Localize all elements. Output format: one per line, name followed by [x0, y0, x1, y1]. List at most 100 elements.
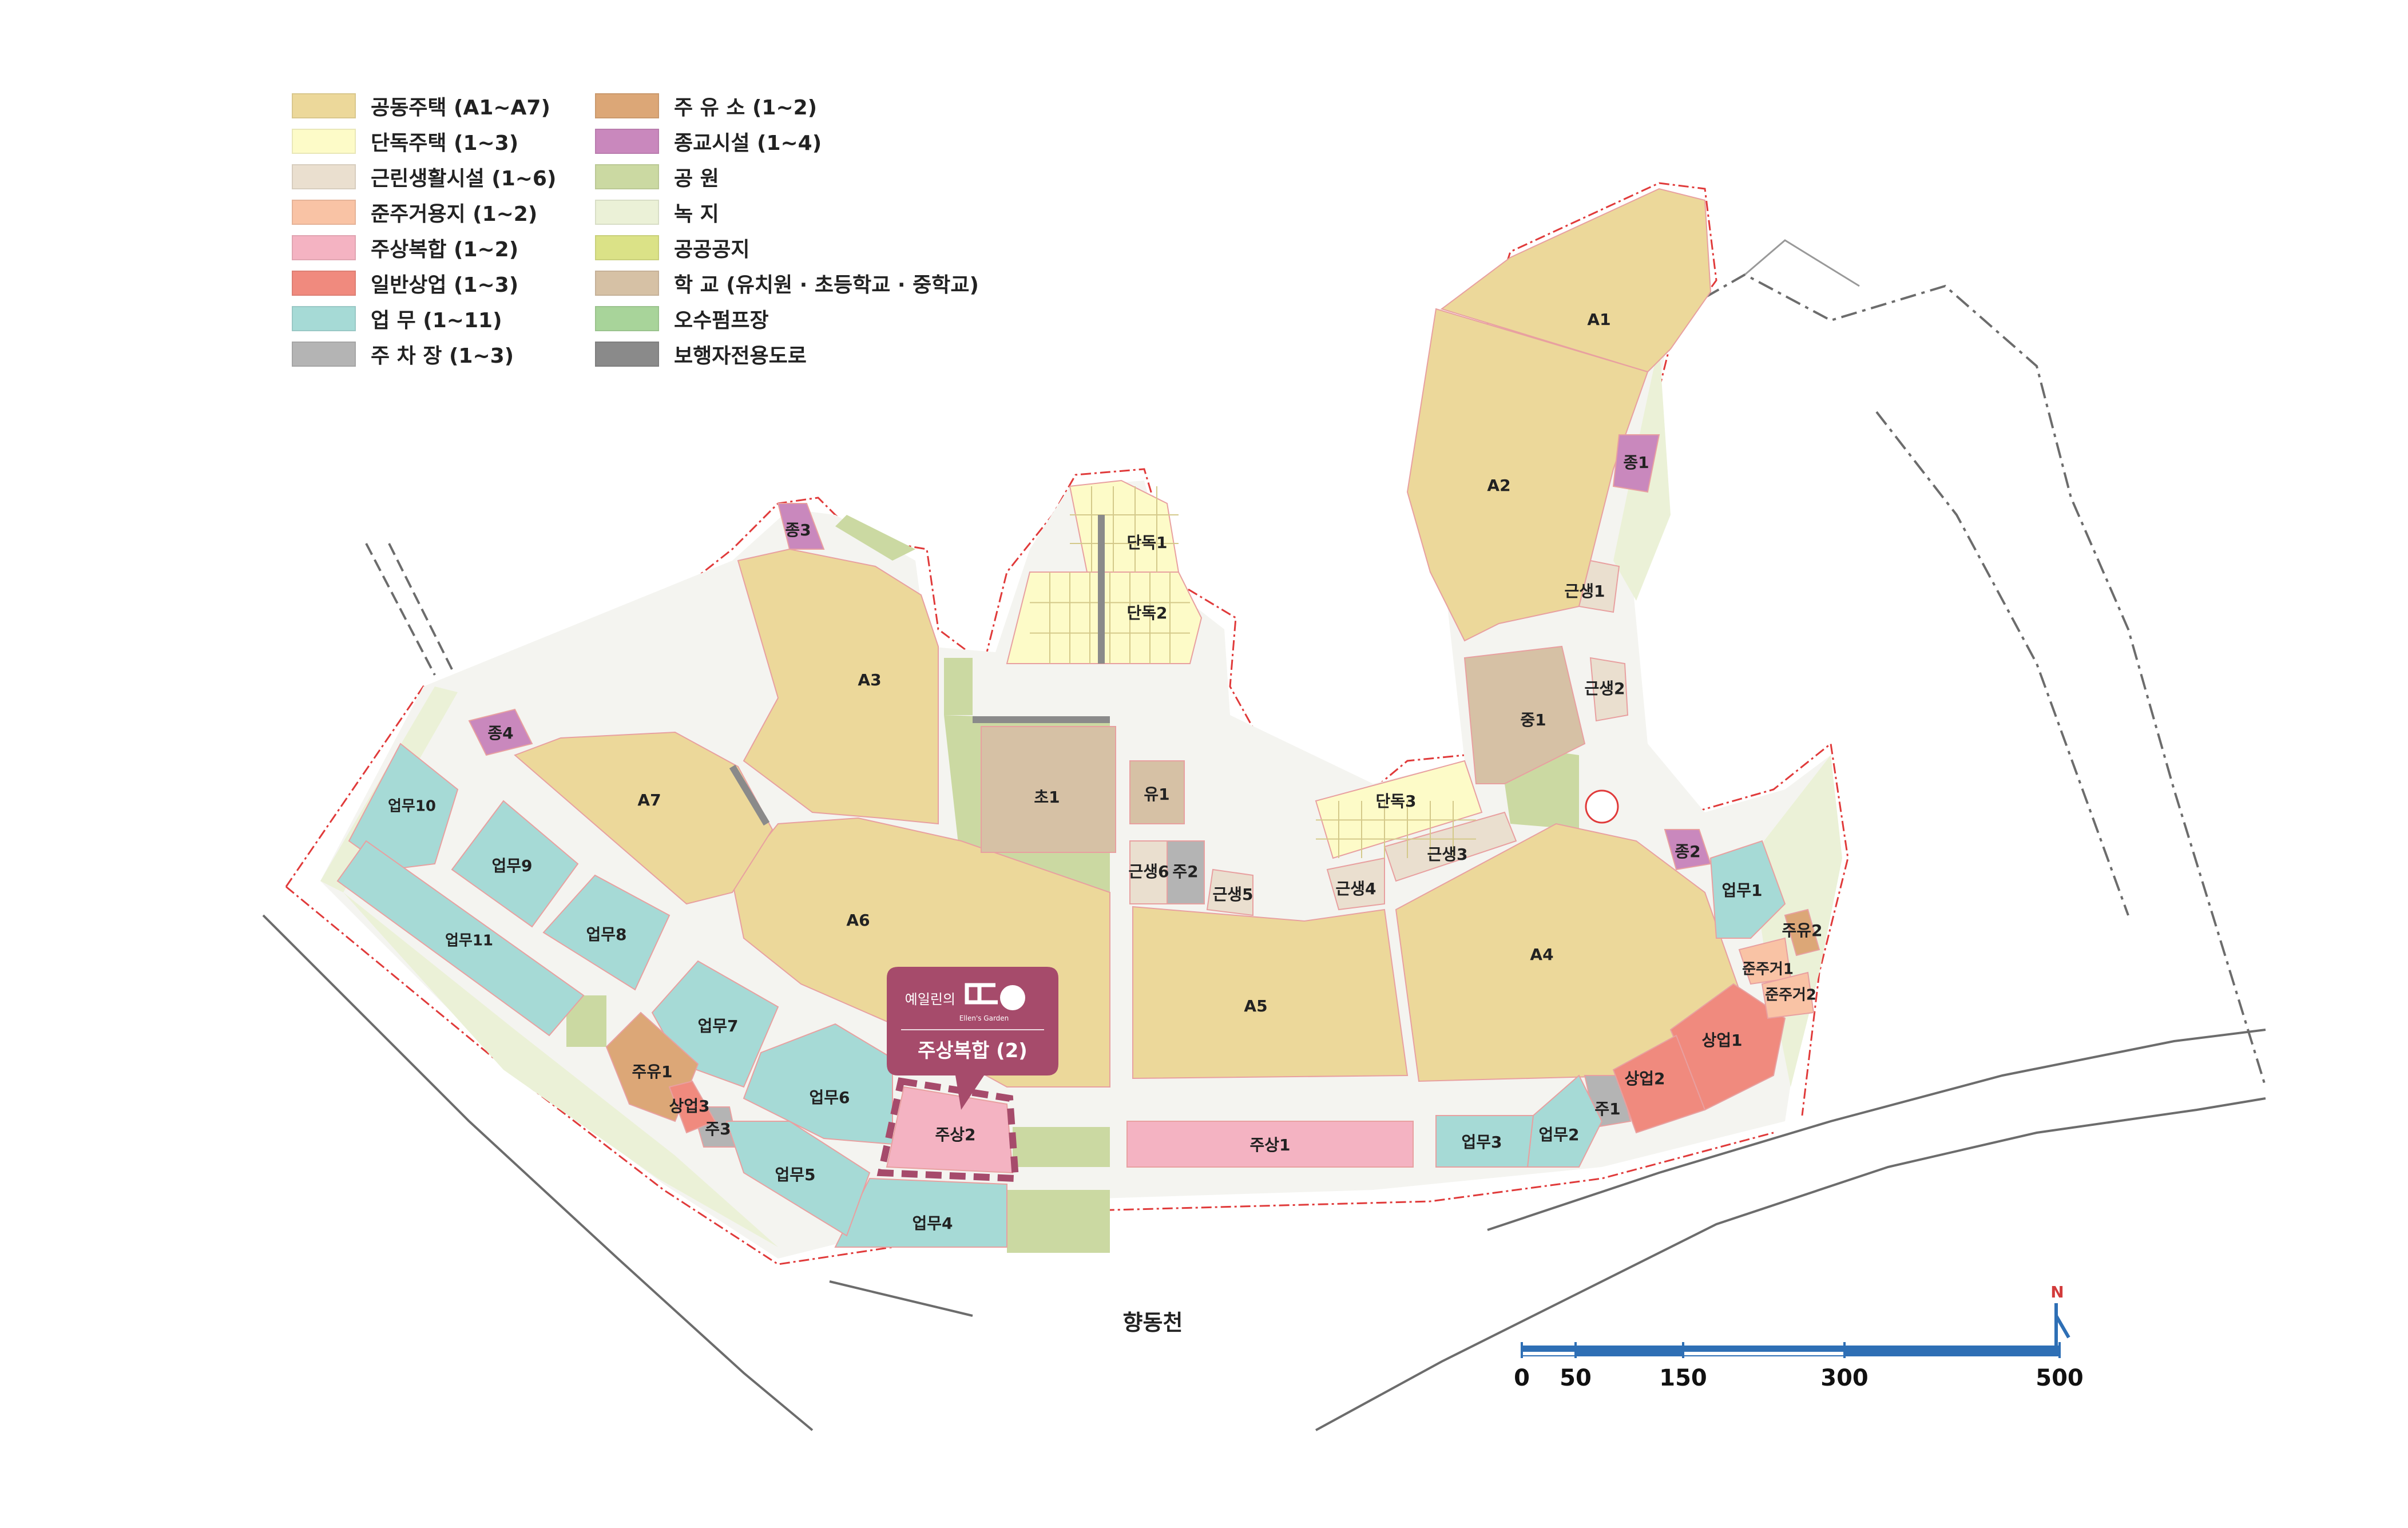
callout-title: 주상복합 (2)	[918, 1039, 1028, 1062]
parcel-label: 업무10	[388, 798, 436, 815]
parcel-label: 업무5	[775, 1165, 815, 1184]
parcel-근생5	[1206, 868, 1253, 916]
scale-segment	[1683, 1346, 1844, 1351]
legend-swatch	[292, 306, 356, 331]
parcel-label: 단독3	[1375, 792, 1416, 811]
scale-tick-label: 500	[2036, 1365, 2084, 1391]
parcel-label: 주3	[705, 1120, 731, 1138]
river-label: 향동천	[1123, 1310, 1183, 1335]
parcel-주상1	[1126, 1121, 1414, 1168]
legend-label: 단독주택 (1~3)	[371, 132, 519, 155]
roundabout	[1585, 789, 1619, 824]
wetland-outline	[1744, 239, 1860, 287]
parcel-label: 근생1	[1564, 582, 1605, 601]
parcel-근생2	[1589, 657, 1629, 722]
parcel-근생3	[1383, 811, 1517, 882]
parcel-label: 준주거2	[1765, 987, 1816, 1004]
legend-label: 주상복합 (1~2)	[371, 238, 519, 261]
north-arrow-icon	[2054, 1303, 2070, 1350]
west-road-line	[365, 543, 436, 676]
parcel-label: A2	[1487, 476, 1510, 495]
legend-item: 공 원	[595, 162, 719, 191]
parcel-label: 주2	[1172, 862, 1198, 881]
parcel-label: A7	[637, 791, 661, 809]
legend-swatch	[292, 93, 356, 118]
parcel-label: 주상2	[935, 1125, 975, 1144]
parcel-업무9	[451, 800, 579, 928]
legend-label: 주 유 소 (1~2)	[674, 96, 818, 120]
parcels	[336, 188, 1820, 1248]
parcel-label: 업무6	[809, 1088, 850, 1107]
mixed-use-callout: 예일린의 Ellen's Garden 주상복합 (2)	[887, 967, 1058, 1110]
parcel-주유2	[1784, 908, 1820, 957]
parcel-label: 업무2	[1538, 1125, 1579, 1144]
parcel-근생1	[1578, 559, 1620, 613]
callout-brand-en: Ellen's Garden	[959, 1014, 1009, 1022]
legend-item: 일반상업 (1~3)	[292, 269, 518, 297]
parcel-label: 초1	[1034, 788, 1060, 807]
legend-label: 공공공지	[674, 238, 750, 261]
parcel-주2	[1167, 840, 1205, 904]
legend-swatch	[292, 235, 356, 260]
legend-swatch	[595, 235, 659, 260]
callout-brand-kr: 예일린의	[905, 991, 955, 1007]
parcel-label: 단독1	[1126, 533, 1167, 552]
legend-swatch	[595, 306, 659, 331]
parcel-업무1	[1709, 840, 1786, 939]
pedestrian-paths	[729, 515, 1110, 826]
parcel-label: 근생4	[1335, 879, 1376, 898]
river-bank-south	[262, 914, 814, 1431]
scale-tick-label: 150	[1659, 1365, 1707, 1391]
pedestrian-path-a7	[729, 764, 770, 826]
legend-item: 학 교 (유치원 · 초등학교 · 중학교)	[595, 269, 979, 297]
highlight-outline	[876, 1077, 1019, 1182]
parcel-label: 종1	[1623, 453, 1649, 472]
legend-swatch	[292, 342, 356, 367]
scale-segment-alt	[1844, 1351, 2060, 1356]
legend-label: 공 원	[674, 167, 719, 190]
legend-label: 오수펌프장	[674, 309, 769, 332]
boundary-west	[285, 468, 1533, 887]
parcel-label: 업무3	[1461, 1133, 1502, 1152]
parcel-label: A6	[846, 911, 870, 930]
parcel-유1	[1129, 760, 1185, 824]
scale-segment	[1844, 1346, 2060, 1351]
legend-item: 공공공지	[595, 233, 749, 262]
legend-swatch	[292, 164, 356, 189]
scale-tick-label: 0	[1514, 1365, 1530, 1391]
legend-swatch	[595, 271, 659, 296]
legend-swatch	[595, 164, 659, 189]
legend-swatch	[292, 200, 356, 225]
scale-segment	[1576, 1346, 1683, 1351]
legend-swatch	[595, 129, 659, 154]
parcel-label: 업무9	[491, 856, 532, 875]
legend-label: 보행자전용도로	[674, 344, 807, 368]
parcel-A1	[1440, 188, 1712, 373]
parcel-label: A1	[1587, 310, 1610, 329]
legend-label: 근린생활시설 (1~6)	[371, 167, 557, 190]
scale-segment-alt	[1521, 1351, 1576, 1356]
public-open-sw	[944, 658, 973, 715]
parcel-label: 업무11	[445, 932, 493, 950]
parcel-label: 업무8	[586, 925, 626, 944]
parcel-label: 상업3	[669, 1097, 709, 1116]
legend-item: 준주거용지 (1~2)	[292, 198, 537, 227]
legend: 공동주택 (A1~A7)단독주택 (1~3)근린생활시설 (1~6)준주거용지 …	[292, 92, 1036, 389]
parcel-상업2	[1612, 1034, 1706, 1134]
parcel-label: 준주거1	[1742, 961, 1794, 978]
parcel-label: 업무1	[1721, 881, 1762, 900]
parcel-label: 주1	[1594, 1100, 1620, 1118]
parcel-label: 주유2	[1782, 921, 1822, 940]
parcel-업무11	[336, 840, 585, 1037]
parcel-근생4	[1326, 857, 1385, 911]
surrounding-lines	[262, 239, 2267, 1431]
parcel-label: 종4	[487, 724, 513, 743]
park-west-small	[566, 995, 606, 1047]
parcel-label: A5	[1244, 997, 1267, 1015]
brand-logo-icon	[965, 983, 1025, 1010]
scale-tick-label: 50	[1560, 1365, 1592, 1391]
parcel-label: 단독2	[1126, 604, 1167, 622]
parcel-label: 업무7	[697, 1017, 738, 1035]
north-label: N	[2050, 1283, 2064, 1301]
